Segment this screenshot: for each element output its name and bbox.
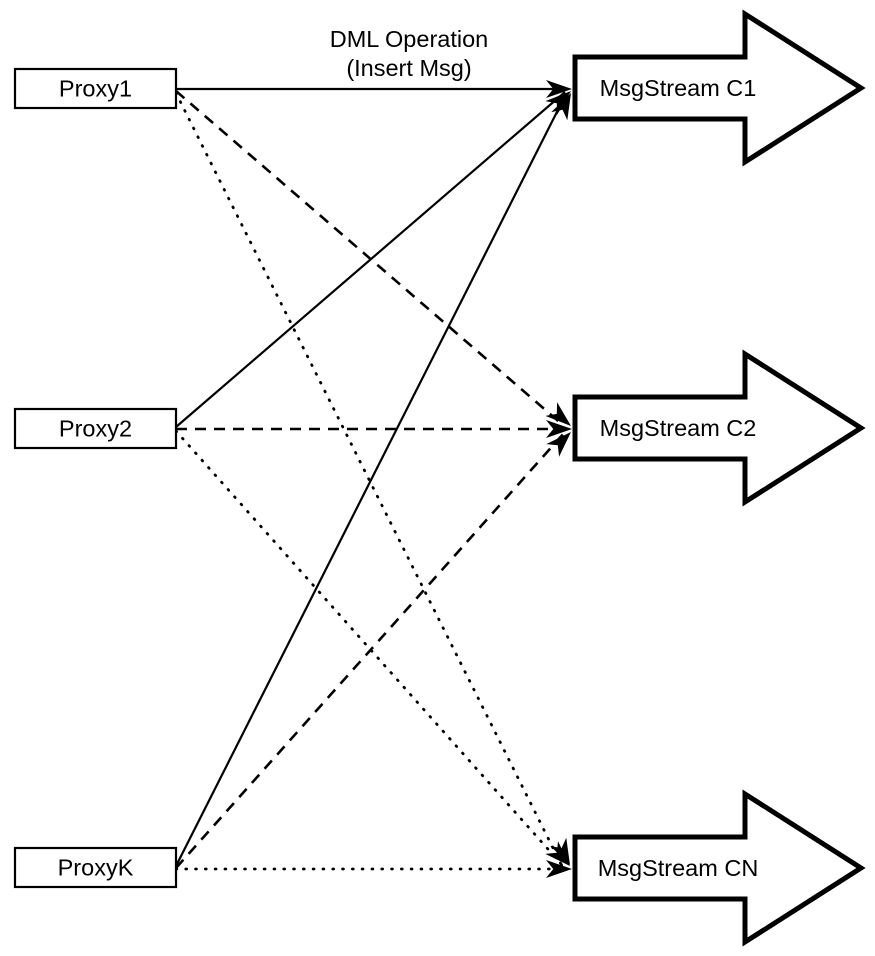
msgstream-arrow-shape-c1 xyxy=(572,9,866,167)
msgstream-node-c2[interactable]: MsgStream C2 xyxy=(572,349,866,507)
link-proxy2-to-cn xyxy=(174,429,565,868)
msgstream-node-cn[interactable]: MsgStream CN xyxy=(572,789,866,947)
link-proxyK-to-c2 xyxy=(175,431,566,869)
streams-layer: MsgStream C1 MsgStream C2 MsgStream CN xyxy=(572,9,866,947)
proxy-node-proxyK[interactable]: ProxyK xyxy=(13,846,178,889)
proxy-node-proxy2[interactable]: Proxy2 xyxy=(13,407,178,450)
proxy-node-proxy1[interactable]: Proxy1 xyxy=(13,67,178,110)
proxy-box-rect-proxy2 xyxy=(13,407,178,450)
arrowhead-head-pk-c2 xyxy=(546,432,571,457)
annotation-line-2: (Insert Msg) xyxy=(346,55,471,81)
proxy-label-proxyK: ProxyK xyxy=(58,855,134,881)
link-proxy2-to-c1 xyxy=(175,91,566,428)
msgstream-label-cn: MsgStream CN xyxy=(598,855,759,881)
link-proxyK-to-c1 xyxy=(175,93,567,867)
arrowhead-head-p2-c2 xyxy=(546,420,572,438)
msgstream-arrow-shape-cn xyxy=(572,789,866,947)
proxy-box-rect-proxyK xyxy=(13,846,178,889)
proxy-label-proxy1: Proxy1 xyxy=(59,76,132,102)
arrowheads-layer xyxy=(545,80,572,878)
links-layer xyxy=(174,87,568,871)
arrowhead-head-p1-c2 xyxy=(545,402,571,426)
msgstream-arrow-shape-c2 xyxy=(572,349,866,507)
proxy-label-proxy2: Proxy2 xyxy=(59,416,132,442)
msgstream-node-c1[interactable]: MsgStream C1 xyxy=(572,9,866,167)
proxy-box-rect-proxy1 xyxy=(13,67,178,110)
arrowhead-head-p1-c1 xyxy=(546,80,572,98)
link-proxy1-to-cn xyxy=(174,91,564,868)
arrowhead-head-p2-c1 xyxy=(545,91,571,115)
arrowhead-head-p2-cn xyxy=(545,841,570,866)
arrowhead-head-pk-cn xyxy=(546,860,572,878)
arrowhead-head-pk-c1 xyxy=(551,93,571,121)
annotation-line-1: DML Operation xyxy=(330,26,488,52)
dml-operation-annotation: DML Operation (Insert Msg) xyxy=(330,26,488,81)
msgstream-label-c2: MsgStream C2 xyxy=(600,415,757,441)
msgstream-label-c1: MsgStream C1 xyxy=(600,75,757,101)
